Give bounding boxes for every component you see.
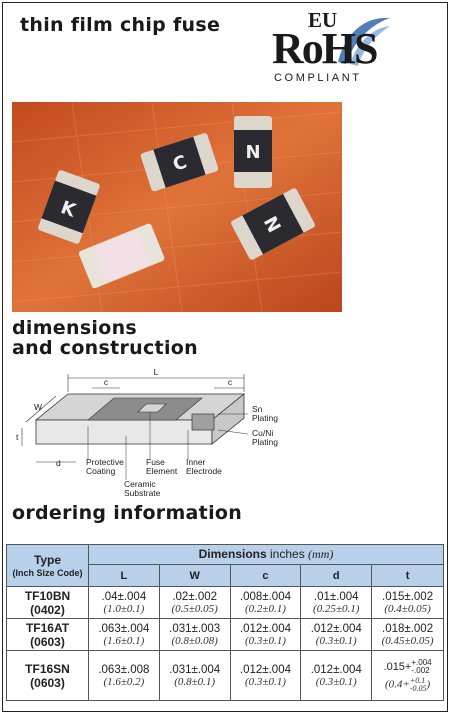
chip-white xyxy=(78,223,165,289)
svg-text:Plating: Plating xyxy=(252,437,278,447)
section-construction: and construction xyxy=(12,337,198,359)
svg-text:c: c xyxy=(228,377,233,387)
chip-n-bottom: N xyxy=(231,188,315,260)
col-header-t: t xyxy=(371,564,444,587)
svg-text:t: t xyxy=(16,432,19,442)
svg-text:Protective: Protective xyxy=(86,457,124,467)
table-row: TF16SN(0603) .063±.008(1.6±0.2) .031±.00… xyxy=(6,650,444,701)
section-ordering: ordering information xyxy=(12,502,243,524)
rohs-mark: RoHS xyxy=(272,24,378,73)
col-header-d: d xyxy=(300,564,373,587)
rohs-compliant: COMPLIANT xyxy=(274,72,362,84)
construction-diagram: L c c W t d Sn Plating Cu/Ni Plating Pro… xyxy=(16,366,316,500)
svg-text:W: W xyxy=(34,402,42,412)
table-row: TF10BN(0402) .04±.004(1.0±0.1) .02±.002(… xyxy=(6,586,444,619)
svg-text:N: N xyxy=(245,142,260,163)
svg-text:Plating: Plating xyxy=(252,413,278,423)
svg-text:Element: Element xyxy=(146,466,178,476)
dimensions-header: Dimensions inches (mm) xyxy=(88,544,444,565)
svg-text:Cu/Ni: Cu/Ni xyxy=(252,428,273,438)
col-header-c: c xyxy=(229,564,302,587)
rohs-eu: EU xyxy=(308,8,338,32)
table-row: TF16AT(0603) .063±.004(1.6±0.1) .031±.00… xyxy=(6,618,444,651)
section-dimensions: dimensions xyxy=(12,317,138,339)
svg-text:L: L xyxy=(154,367,159,377)
svg-text:Inner: Inner xyxy=(186,457,206,467)
svg-text:d: d xyxy=(56,458,61,468)
col-header-W: W xyxy=(158,564,231,587)
svg-text:C: C xyxy=(170,152,189,176)
svg-text:Substrate: Substrate xyxy=(124,488,161,498)
chip-n-top: N xyxy=(234,116,272,188)
t-cell-tolerance: .015++.004-.002 (0.4++0.1-0.05) xyxy=(371,650,444,701)
svg-text:Ceramic: Ceramic xyxy=(124,479,156,489)
type-header: Type (Inch Size Code) xyxy=(6,544,89,587)
col-header-L: L xyxy=(88,564,160,587)
chip-c: C xyxy=(140,133,219,192)
svg-text:Coating: Coating xyxy=(86,466,116,476)
svg-text:c: c xyxy=(104,377,109,387)
product-photo: K C N N xyxy=(12,102,342,312)
ordering-table: Type (Inch Size Code) Dimensions inches … xyxy=(6,544,444,706)
chip-k: K xyxy=(38,170,100,244)
rohs-swoosh-icon xyxy=(338,17,390,66)
rohs-logo: EU RoHS COMPLIANT xyxy=(272,8,390,86)
page-title: thin film chip fuse xyxy=(20,14,221,36)
svg-text:Fuse: Fuse xyxy=(146,457,165,467)
svg-text:Sn: Sn xyxy=(252,404,263,414)
svg-text:Electrode: Electrode xyxy=(186,466,222,476)
